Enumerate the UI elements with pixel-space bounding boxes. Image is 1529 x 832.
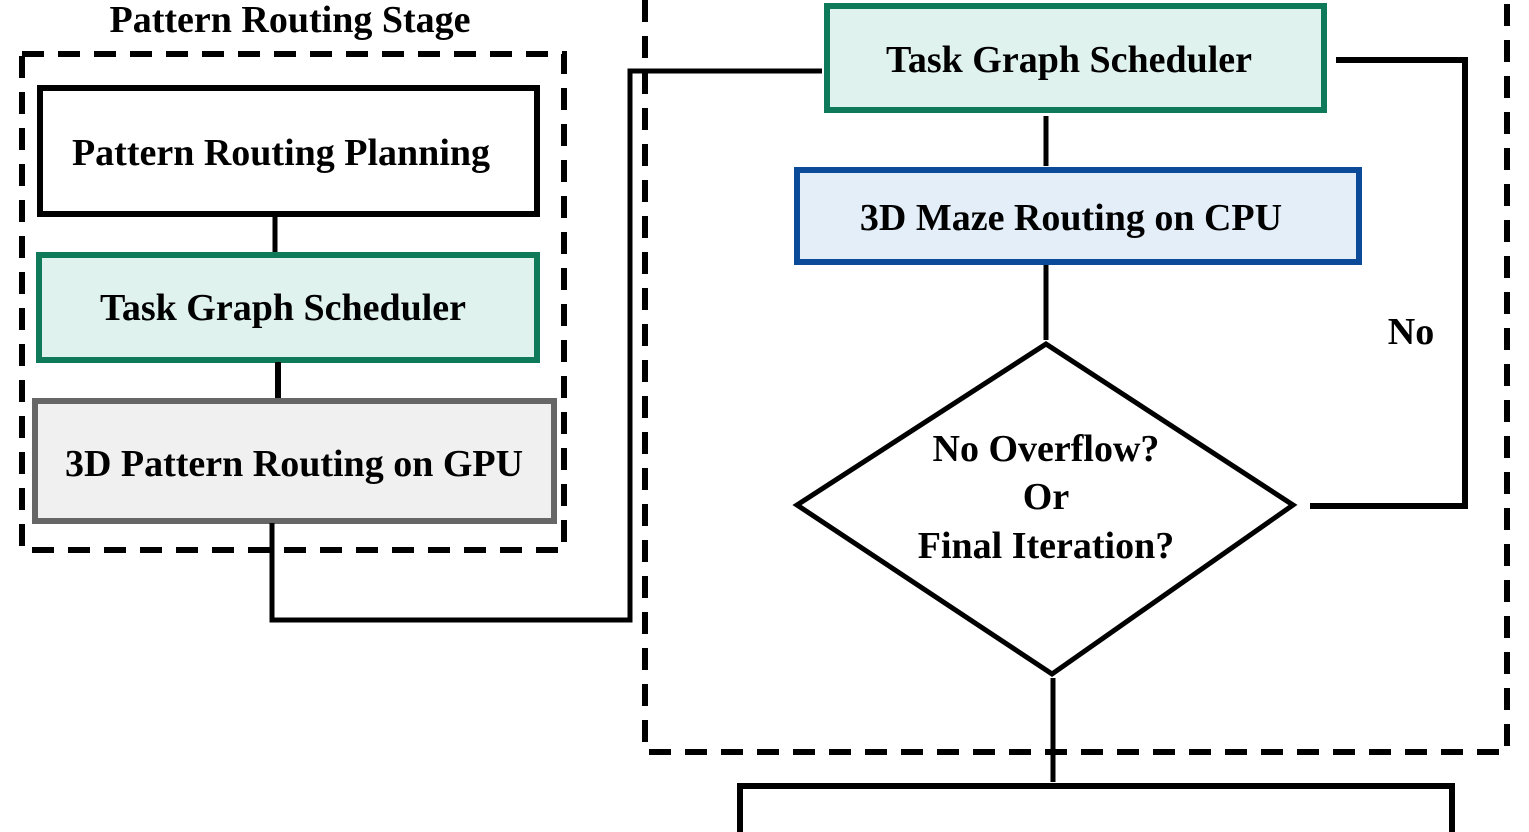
decision-diamond[interactable] [792, 341, 1298, 678]
pattern-stage-container [19, 51, 567, 553]
next-stage-box[interactable] [737, 783, 1455, 832]
left-scheduler-box[interactable] [36, 252, 540, 363]
right-scheduler-box[interactable] [824, 3, 1327, 113]
cpu-routing-label: 3D Maze Routing on CPU [860, 197, 1282, 239]
edge-label-no: No [1388, 311, 1434, 353]
gpu-routing-label: 3D Pattern Routing on GPU [65, 443, 523, 485]
decision-line-3: Final Iteration? [918, 525, 1174, 567]
right-scheduler-label: Task Graph Scheduler [886, 39, 1252, 81]
connector-gpu-to-maze-scheduler [269, 68, 822, 623]
connector-no-loop [1310, 57, 1468, 509]
decision-line-2: Or [1023, 476, 1070, 518]
gpu-routing-box[interactable] [32, 398, 557, 524]
decision-line-1: No Overflow? [933, 428, 1160, 470]
left-scheduler-label: Task Graph Scheduler [100, 287, 466, 329]
pattern-routing-planning-box[interactable] [37, 85, 540, 217]
cpu-routing-box[interactable] [794, 167, 1362, 265]
pattern-stage-title: Pattern Routing Stage [110, 0, 471, 41]
maze-stage-container [642, 0, 1510, 755]
pattern-routing-planning-label: Pattern Routing Planning [72, 132, 490, 174]
